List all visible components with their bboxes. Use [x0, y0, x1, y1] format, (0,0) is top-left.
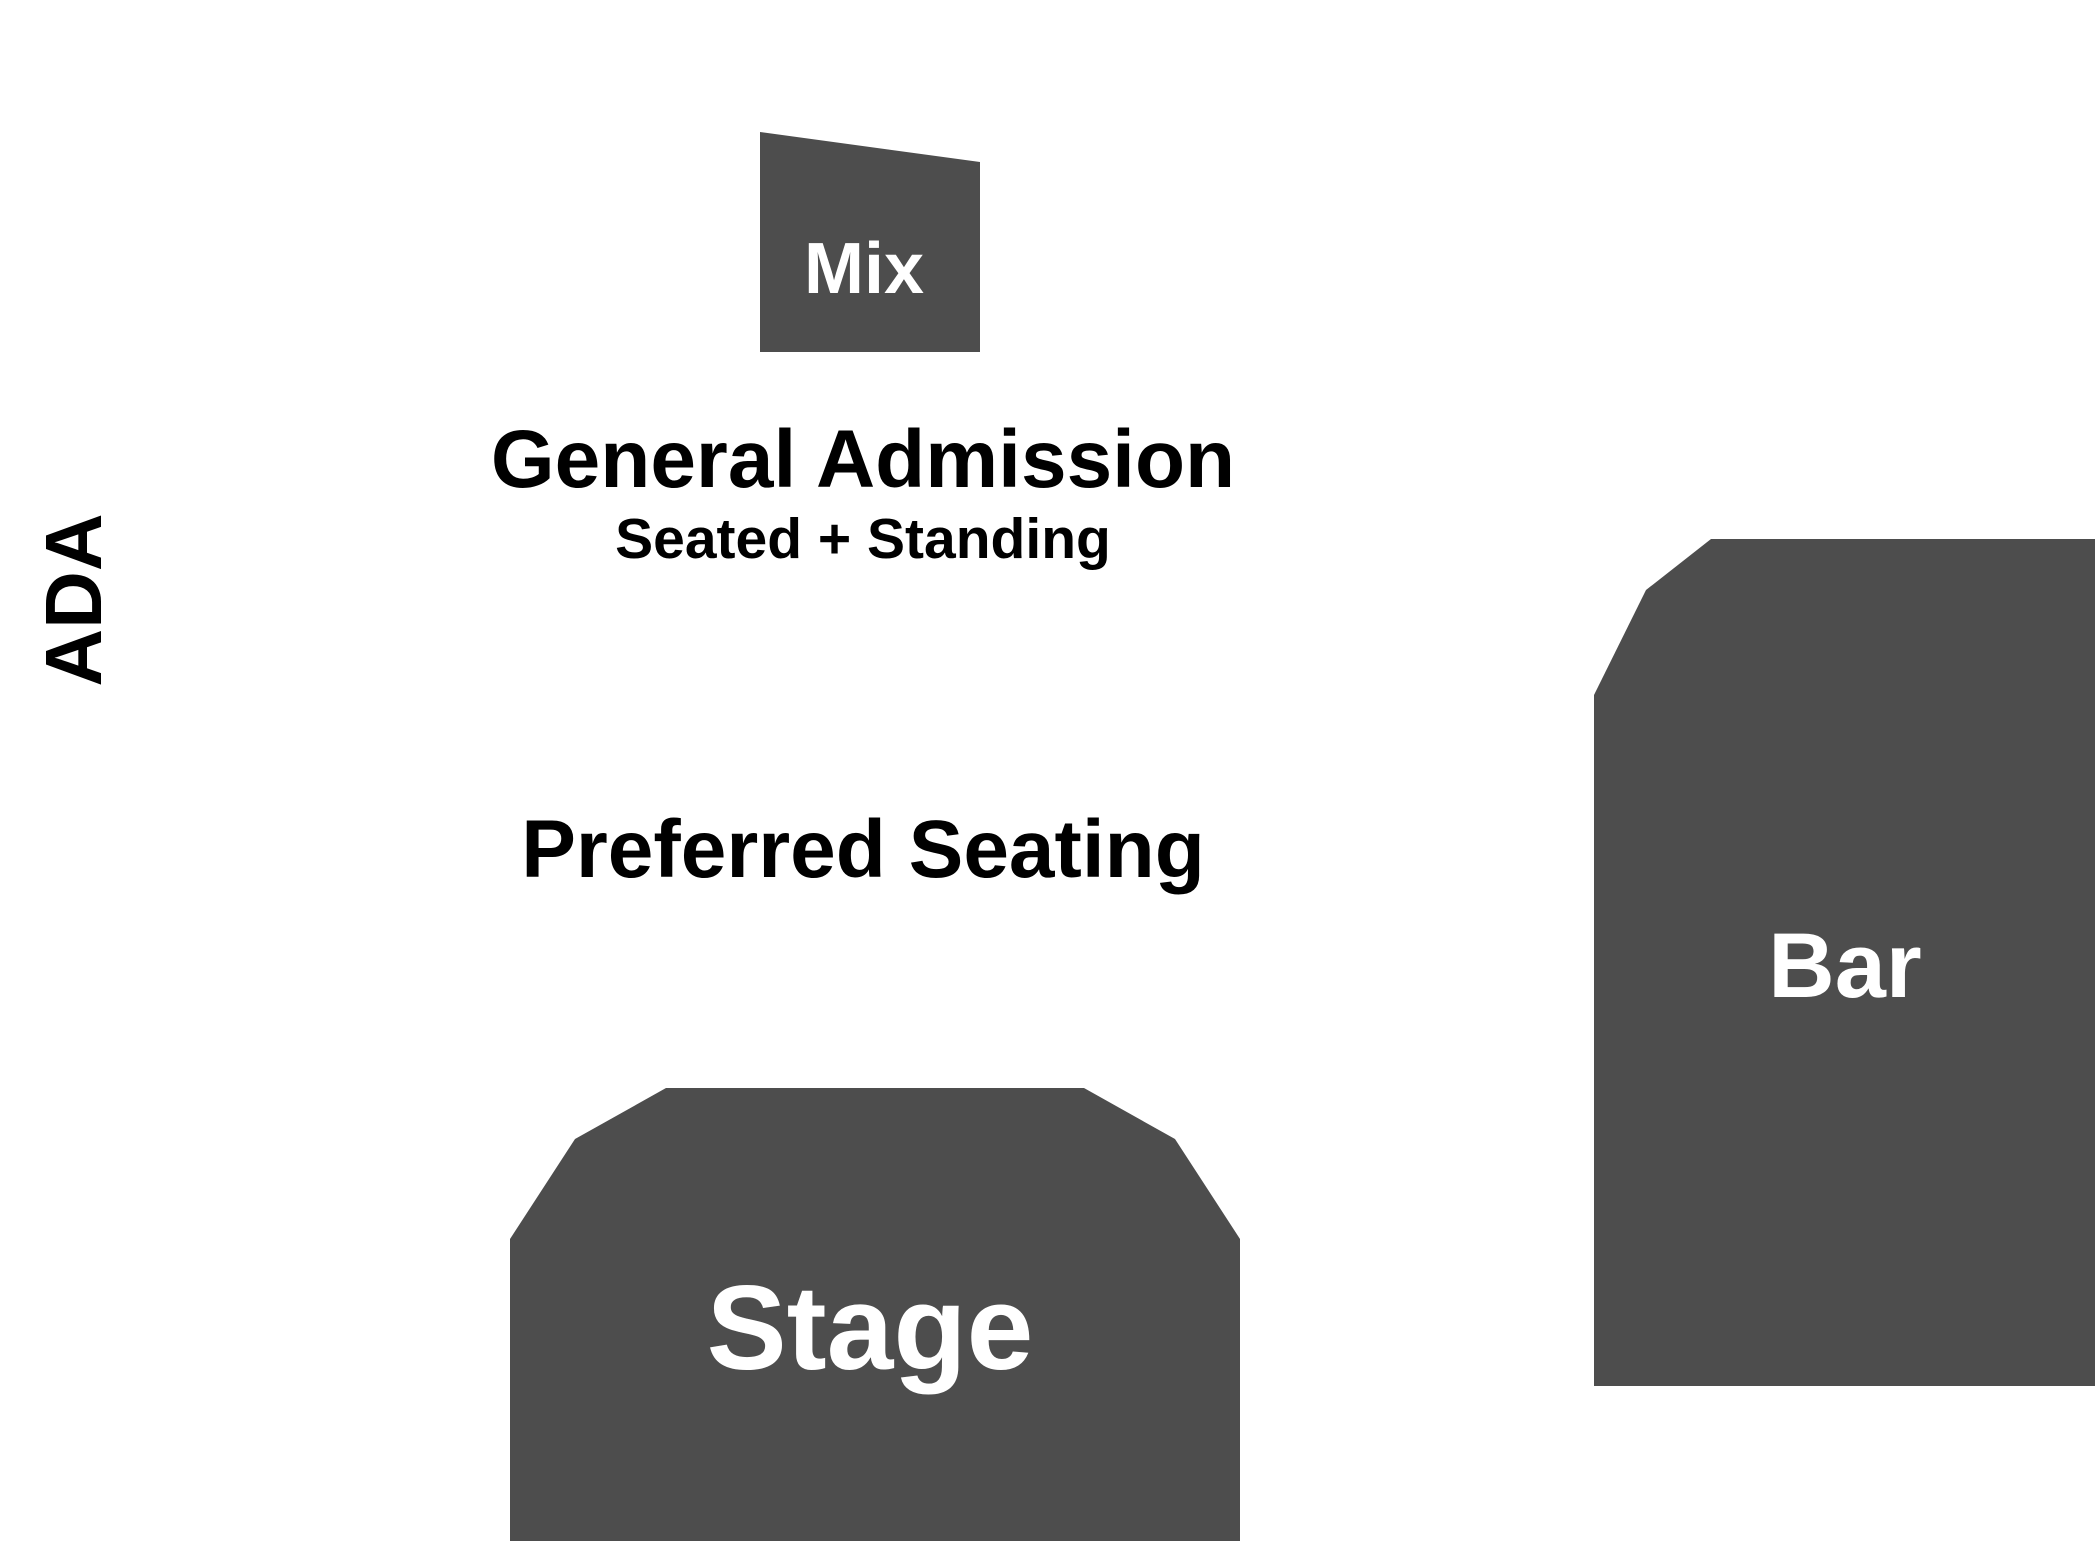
- stage-section[interactable]: Stage: [510, 1088, 1240, 1541]
- bar-shape[interactable]: [1594, 539, 2095, 1386]
- mix-shape[interactable]: [760, 132, 980, 352]
- ada-label: ADA: [29, 513, 118, 686]
- mix-section[interactable]: Mix: [760, 132, 980, 352]
- preferred-seating-zone[interactable]: Preferred Seating: [521, 804, 1205, 895]
- stage-label: Stage: [707, 1261, 1034, 1395]
- bar-section[interactable]: Bar: [1594, 539, 2095, 1386]
- preferred-seating-label: Preferred Seating: [521, 804, 1205, 895]
- general-admission-sublabel: Seated + Standing: [615, 507, 1111, 571]
- general-admission-label: General Admission: [491, 414, 1235, 505]
- general-admission-zone[interactable]: General Admission Seated + Standing: [491, 414, 1235, 571]
- stage-shape[interactable]: [510, 1088, 1240, 1541]
- bar-label: Bar: [1768, 915, 1921, 1017]
- ada-zone[interactable]: ADA: [29, 513, 118, 686]
- mix-label: Mix: [804, 229, 924, 309]
